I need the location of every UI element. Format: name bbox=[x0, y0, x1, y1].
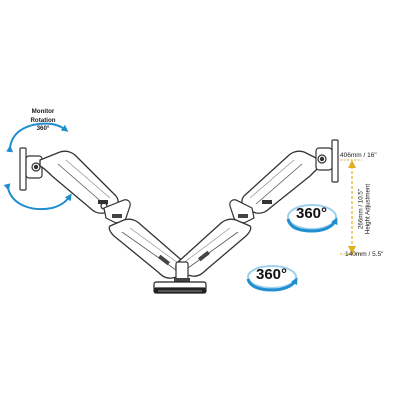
height-dimension-line bbox=[340, 159, 362, 255]
monitor-rotation-arrows bbox=[3, 122, 72, 210]
rotation-label-line3: 360° bbox=[36, 125, 50, 133]
max-height-label: 406mm / 16" bbox=[340, 152, 377, 159]
rotation-arrow-bottom bbox=[3, 183, 72, 210]
rotation-label-line2: Rotation bbox=[30, 116, 56, 124]
right-upper-arm bbox=[241, 150, 321, 214]
left-elbow-joint bbox=[103, 199, 131, 224]
rotation-label-line1: Monitor bbox=[31, 108, 55, 115]
height-range-text: 266mm / 10.5" bbox=[357, 188, 365, 230]
right-arm-swivel-arrow bbox=[286, 204, 338, 233]
left-upper-arm bbox=[39, 150, 119, 214]
right-elbow-joint bbox=[229, 199, 255, 224]
height-adjustment-label: 266mm / 10.5" Height Adjustment bbox=[358, 163, 372, 255]
rotation-arrow-top bbox=[6, 122, 69, 153]
base-swivel-degree-label: 360° bbox=[256, 266, 288, 283]
desk-clamp-base bbox=[153, 281, 207, 294]
monitor-rotation-label: Monitor Rotation 360° bbox=[18, 108, 68, 134]
base-swivel-arrow bbox=[246, 265, 298, 292]
arm-swivel-degree-label: 360° bbox=[296, 205, 328, 222]
min-height-label: 140mm / 5.5" bbox=[345, 251, 384, 258]
left-vesa-plate bbox=[19, 147, 43, 191]
central-pole bbox=[174, 261, 190, 282]
height-adjustment-caption: Height Adjustment bbox=[365, 183, 372, 235]
right-vesa-plate bbox=[315, 139, 339, 183]
